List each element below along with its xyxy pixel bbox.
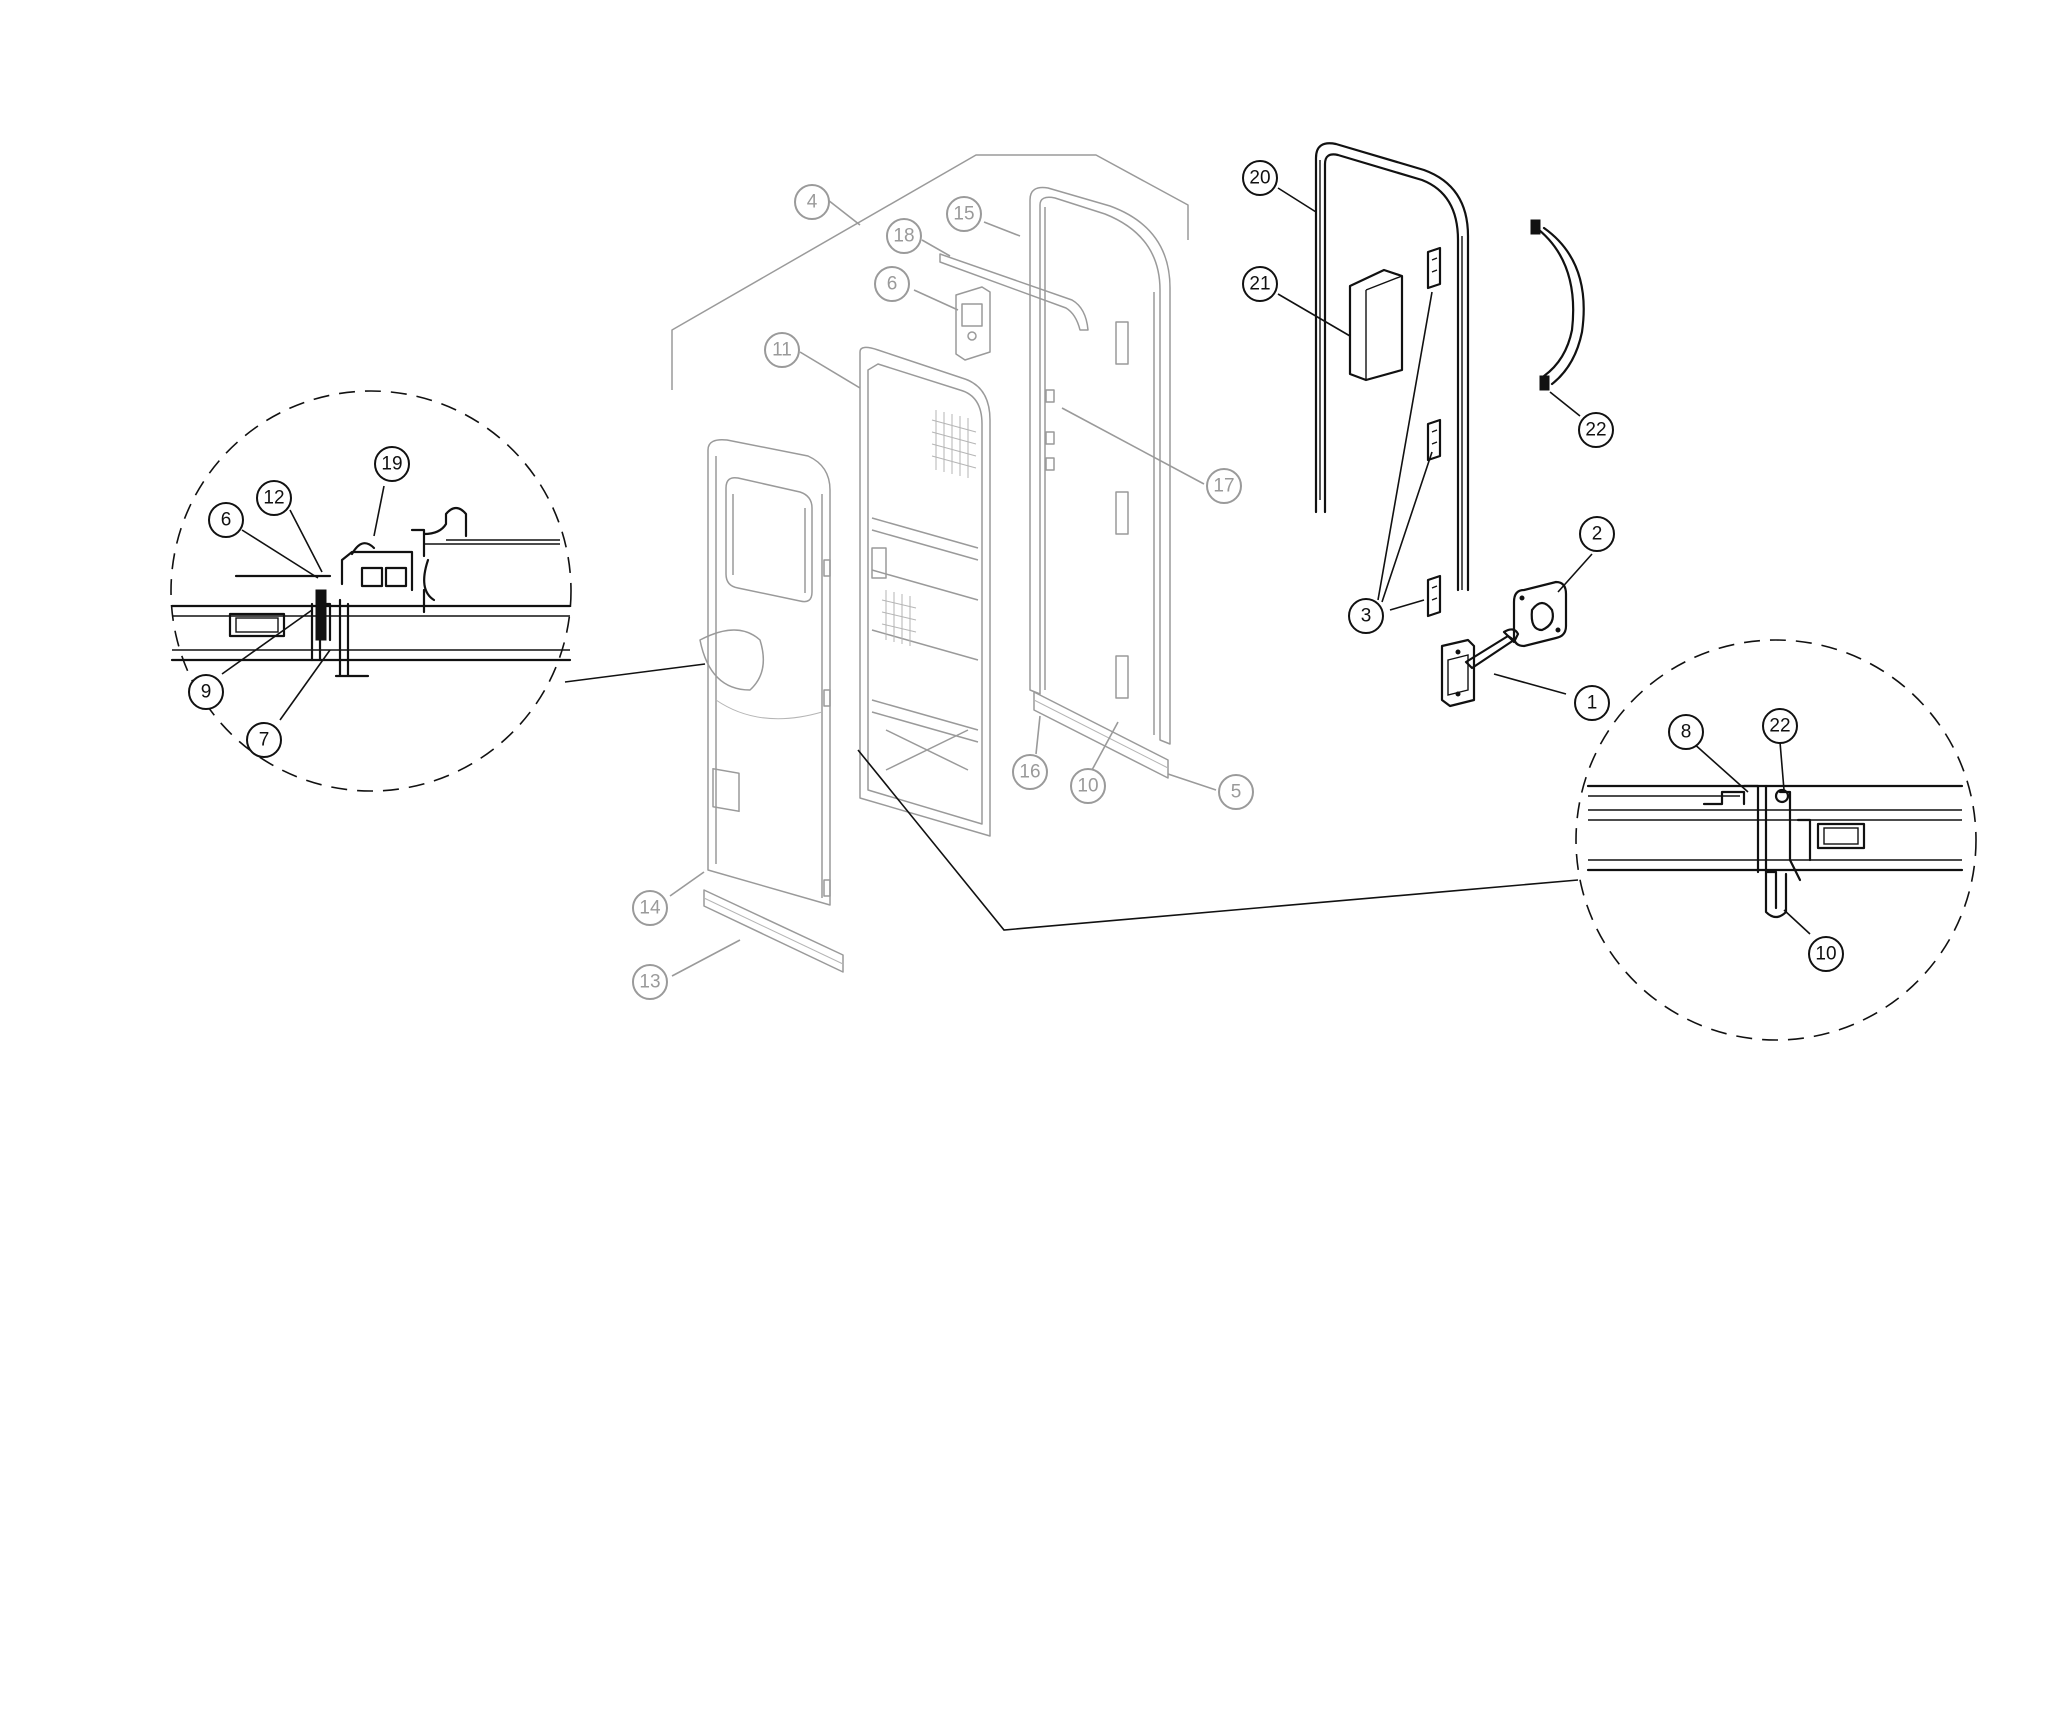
shim-bottom bbox=[1428, 576, 1440, 616]
callout-10-detail-label: 10 bbox=[1815, 944, 1836, 965]
callout-12-label: 12 bbox=[263, 488, 284, 509]
callout-6-detail-label: 6 bbox=[221, 510, 232, 531]
screen-door-frame bbox=[860, 347, 990, 836]
callout-6-main: 6 bbox=[875, 267, 909, 301]
callout-22-main-label: 22 bbox=[1585, 420, 1606, 441]
latch-bracket bbox=[956, 287, 990, 360]
callout-10-main: 10 bbox=[1071, 769, 1105, 803]
callout-2: 2 bbox=[1580, 517, 1614, 551]
callout-17-label: 17 bbox=[1213, 476, 1234, 497]
shim-mid bbox=[1428, 420, 1440, 460]
callout-11-label: 11 bbox=[772, 340, 792, 361]
callout-20-label: 20 bbox=[1249, 168, 1270, 189]
door-frame bbox=[1030, 188, 1170, 745]
callout-1: 1 bbox=[1575, 686, 1609, 720]
callout-17: 17 bbox=[1207, 469, 1241, 503]
callout-9-label: 9 bbox=[201, 682, 212, 703]
callout-10-main-label: 10 bbox=[1077, 776, 1098, 797]
callout-22-detail-label: 22 bbox=[1769, 716, 1790, 737]
callout-5-label: 5 bbox=[1231, 782, 1242, 803]
callout-9: 9 bbox=[189, 675, 223, 709]
grab-handle-strap bbox=[1531, 220, 1584, 390]
callout-18-label: 18 bbox=[893, 226, 914, 247]
callout-3-label: 3 bbox=[1361, 606, 1372, 627]
callout-12: 12 bbox=[257, 481, 291, 515]
callout-21-label: 21 bbox=[1249, 274, 1270, 295]
callout-20: 20 bbox=[1243, 161, 1277, 195]
callout-22-main: 22 bbox=[1579, 413, 1613, 447]
callout-21: 21 bbox=[1243, 267, 1277, 301]
callout-8-label: 8 bbox=[1681, 722, 1692, 743]
screen-mesh bbox=[882, 410, 976, 646]
threshold-rear bbox=[1034, 692, 1168, 778]
callout-4-label: 4 bbox=[807, 192, 818, 213]
callout-13-label: 13 bbox=[639, 972, 660, 993]
door-holder-base bbox=[1442, 629, 1518, 706]
callout-1-label: 1 bbox=[1587, 693, 1598, 714]
detail-view-right bbox=[858, 640, 1976, 1040]
callout-15: 15 bbox=[947, 197, 981, 231]
callout-14-label: 14 bbox=[639, 898, 661, 919]
callout-6-main-label: 6 bbox=[887, 274, 898, 295]
foam-pad bbox=[1350, 270, 1402, 380]
callout-5: 5 bbox=[1219, 775, 1253, 809]
callout-4: 4 bbox=[795, 185, 829, 219]
assembly-outline bbox=[672, 155, 1188, 390]
callout-7-label: 7 bbox=[259, 730, 270, 751]
callout-11: 11 bbox=[765, 333, 799, 367]
callout-16: 16 bbox=[1013, 755, 1047, 789]
callout-14: 14 bbox=[633, 891, 667, 925]
callout-19: 19 bbox=[375, 447, 409, 481]
callout-2-label: 2 bbox=[1592, 524, 1603, 545]
detail-marker-left bbox=[700, 630, 763, 690]
callout-18: 18 bbox=[887, 219, 921, 253]
door-panel bbox=[708, 440, 830, 905]
leaders-faded bbox=[670, 200, 1216, 976]
callout-8: 8 bbox=[1669, 715, 1703, 749]
callout-10-detail: 10 bbox=[1809, 937, 1843, 971]
callout-7: 7 bbox=[247, 723, 281, 757]
shim-top bbox=[1428, 248, 1440, 288]
callout-22-detail: 22 bbox=[1763, 709, 1797, 743]
callout-13: 13 bbox=[633, 965, 667, 999]
callout-19-label: 19 bbox=[381, 454, 402, 475]
callout-16-label: 16 bbox=[1019, 762, 1040, 783]
callout-3: 3 bbox=[1349, 599, 1383, 633]
callout-15-label: 15 bbox=[953, 204, 974, 225]
callout-6-detail: 6 bbox=[209, 503, 243, 537]
